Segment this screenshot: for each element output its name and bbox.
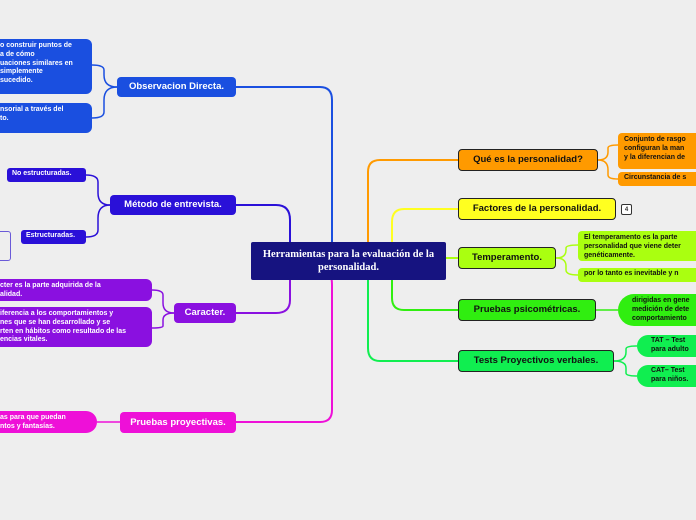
subtopic-cat[interactable]: CAT– Test para niños.	[637, 365, 696, 387]
topic-pruebas-psicometricas[interactable]: Pruebas psicométricas.	[458, 299, 596, 321]
link-center-psicometricas	[391, 262, 458, 311]
collapsed-bracket[interactable]	[0, 231, 11, 261]
central-topic[interactable]: Herramientas para la evaluación de la pe…	[251, 242, 446, 280]
link-personalidad-sub2	[597, 159, 619, 180]
topic-factores-personalidad[interactable]: Factores de la personalidad.	[458, 198, 616, 220]
topic-metodo-entrevista[interactable]: Método de entrevista.	[110, 195, 236, 215]
topic-que-es-personalidad[interactable]: Qué es la personalidad?	[458, 149, 598, 171]
subtopic-observacion-2[interactable]: nsorial a través del to.	[0, 103, 92, 133]
topic-tests-proyectivos-verbales[interactable]: Tests Proyectivos verbales.	[458, 350, 614, 372]
link-center-observacion	[236, 86, 333, 263]
link-tests-sub1	[613, 345, 638, 362]
link-caracter-sub1	[151, 289, 175, 314]
link-entrevista-sub1	[85, 174, 111, 206]
subtopic-temperamento-1[interactable]: El temperamento es la parte personalidad…	[578, 231, 696, 261]
badge-count[interactable]: 4	[621, 204, 632, 215]
link-caracter-sub2	[151, 312, 175, 329]
topic-temperamento[interactable]: Temperamento.	[458, 247, 556, 269]
subtopic-personalidad-1[interactable]: Conjunto de rasgo configuran la man y la…	[618, 133, 696, 169]
link-personalidad-sub1	[597, 144, 619, 161]
link-observacion-sub1	[91, 64, 118, 88]
subtopic-no-estructuradas[interactable]: No estructuradas.	[7, 168, 86, 182]
subtopic-caracter-1[interactable]: cter es la parte adquirida de la alidad.	[0, 279, 152, 301]
link-center-caracter	[236, 262, 291, 314]
link-observacion-sub2	[91, 86, 118, 119]
link-entrevista-sub2	[85, 204, 111, 238]
subtopic-estructuradas[interactable]: Estructuradas.	[21, 230, 86, 244]
link-center-proyectivas	[236, 261, 333, 423]
link-temperamento-sub1	[555, 244, 579, 259]
topic-observacion-directa[interactable]: Observacion Directa.	[117, 77, 236, 97]
subtopic-observacion-1[interactable]: o construir puntos de a de cómo uaciones…	[0, 39, 92, 94]
topic-caracter[interactable]: Caracter.	[174, 303, 236, 323]
subtopic-tat[interactable]: TAT – Test para adulto	[637, 335, 696, 357]
subtopic-psicometricas-1[interactable]: dirigidas en gene medición de dete compo…	[618, 294, 696, 326]
link-center-tests	[367, 262, 458, 362]
topic-pruebas-proyectivas[interactable]: Pruebas proyectivas.	[120, 412, 236, 433]
link-center-entrevista	[236, 204, 291, 262]
subtopic-caracter-2[interactable]: iferencia a los comportamientos y nes qu…	[0, 307, 152, 347]
link-tests-sub2	[613, 360, 638, 377]
subtopic-personalidad-2[interactable]: Circunstancia de s	[618, 172, 696, 186]
subtopic-proyectivas-1[interactable]: as para que puedan ntos y fantasías.	[0, 411, 97, 433]
subtopic-temperamento-2[interactable]: por lo tanto es inevitable y n	[578, 268, 696, 282]
link-temperamento-sub2	[555, 257, 579, 276]
